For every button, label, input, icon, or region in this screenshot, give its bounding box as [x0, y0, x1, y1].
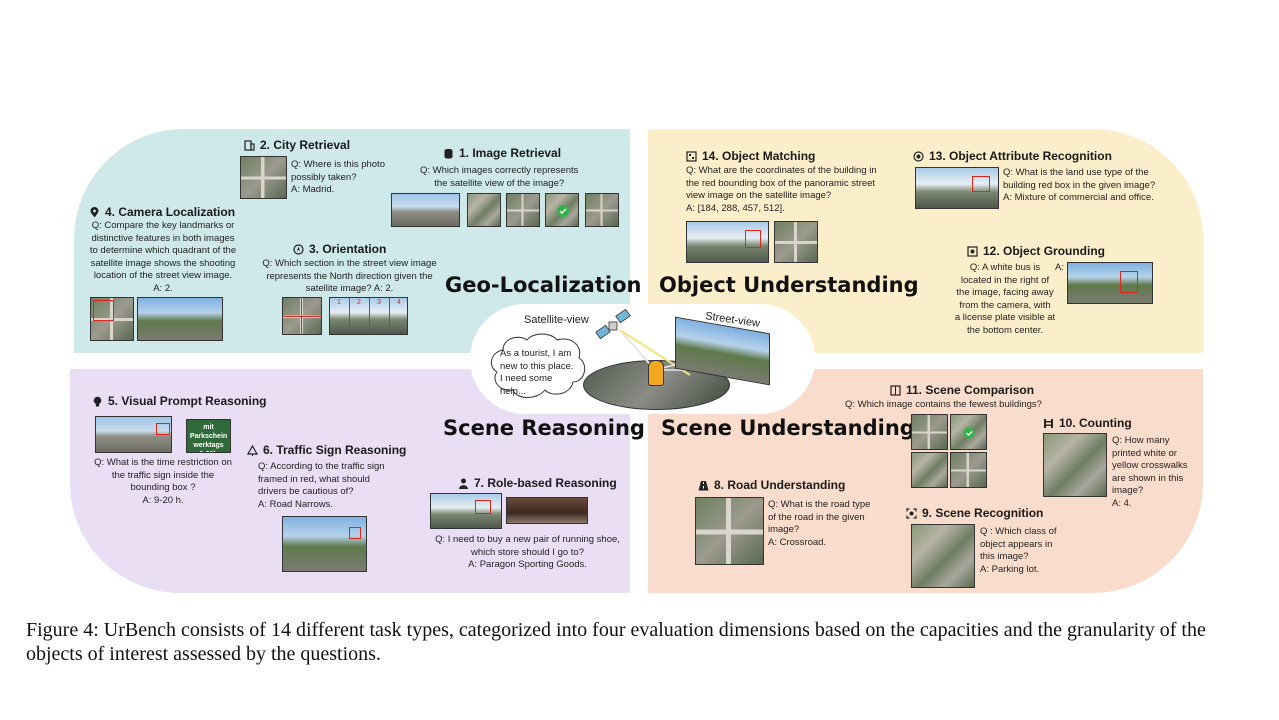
- task-title-object-matching: 14. Object Matching: [686, 149, 815, 163]
- image-retrieval-qa: Q: Which images correctly represents the…: [420, 165, 579, 189]
- object-grounding-answer-label: A:: [1055, 262, 1064, 273]
- comparison-image-4: [950, 452, 987, 488]
- location-pin-icon: [89, 206, 100, 218]
- satellite-view-label: Satellite-view: [524, 314, 589, 326]
- person-icon: [458, 478, 469, 489]
- thought-cloud: [490, 333, 586, 398]
- matching-street-panorama: [686, 221, 769, 263]
- task-title-road-understanding: 8. Road Understanding: [698, 478, 845, 492]
- matching-icon: [686, 150, 697, 162]
- compare-icon: [890, 384, 901, 396]
- object-matching-qa: Q: What are the coordinates of the build…: [686, 165, 877, 214]
- store-front-crop: [506, 497, 588, 524]
- road-icon: [698, 480, 709, 491]
- retrieval-candidate-4: [585, 193, 619, 227]
- camera-street-image: [137, 297, 223, 341]
- retrieval-candidate-1: [467, 193, 501, 227]
- grounding-street-image: [1067, 262, 1153, 304]
- object-attribute-qa: Q: What is the land use type of the buil…: [1003, 167, 1156, 203]
- section-number-4: 4: [397, 299, 401, 306]
- light-bulb-icon: [92, 396, 103, 407]
- task-title-camera-localization: 4. Camera Localization: [89, 205, 235, 219]
- city-retrieval-qa: Q: Where is this photo possibly taken? A…: [291, 159, 385, 195]
- check-icon: [557, 205, 569, 217]
- parking-sign-crop: mit Parkschein werktags 9-20h: [186, 419, 231, 453]
- scene-recognition-image: [911, 524, 975, 588]
- counting-icon: [1043, 418, 1054, 429]
- object-grounding-qa: Q: A white bus is located in the right o…: [954, 262, 1056, 336]
- person-figure: [648, 360, 664, 386]
- scan-icon: [906, 507, 917, 519]
- orientation-satellite-image: [282, 297, 322, 335]
- section-title-scene: Scene Understanding: [661, 416, 915, 440]
- section-number-1: 1: [337, 299, 341, 306]
- orientation-qa: Q: Which section in the street view imag…: [262, 258, 437, 294]
- task-title-counting: 10. Counting: [1043, 416, 1132, 430]
- task-title-visual-prompt: 5. Visual Prompt Reasoning: [92, 394, 266, 408]
- warning-sign-icon: [246, 444, 259, 456]
- task-title-object-attribute: 13. Object Attribute Recognition: [913, 149, 1112, 163]
- building-icon: [244, 139, 255, 151]
- tourist-thought-text: As a tourist, I am new to this place. I …: [500, 348, 574, 397]
- database-icon: [443, 148, 454, 159]
- role-based-panorama: [430, 493, 502, 529]
- quadrant-box: [93, 300, 114, 321]
- visual-prompt-street-image: [95, 416, 172, 453]
- section-title-object: Object Understanding: [659, 273, 919, 297]
- traffic-sign-qa: Q: According to the traffic sign framed …: [258, 461, 385, 510]
- retrieval-query-image: [391, 193, 460, 227]
- comparison-image-1: [911, 414, 948, 450]
- role-based-qa: Q: I need to buy a new pair of running s…: [435, 534, 620, 570]
- road-understanding-qa: Q: What is the road type of the road in …: [768, 499, 871, 548]
- orientation-street-panorama: 1 2 3 4: [329, 297, 408, 335]
- compass-icon: [293, 243, 304, 255]
- matching-satellite-image: [774, 221, 818, 263]
- section-number-2: 2: [357, 299, 361, 306]
- task-title-orientation: 3. Orientation: [293, 242, 386, 256]
- figure-caption: Figure 4: UrBench consists of 14 differe…: [26, 619, 1206, 665]
- task-title-scene-comparison: 11. Scene Comparison: [890, 383, 1034, 397]
- retrieval-candidate-3: [545, 193, 579, 227]
- attribute-street-panorama: [915, 167, 999, 209]
- satellite-icon: [595, 308, 631, 340]
- comparison-image-2: [950, 414, 987, 450]
- camera-localization-qa: Q: Compare the key landmarks or distinct…: [89, 220, 237, 294]
- check-icon: [963, 427, 975, 439]
- counting-satellite-image: [1043, 433, 1107, 497]
- task-title-role-based: 7. Role-based Reasoning: [458, 476, 617, 490]
- road-satellite-image: [695, 497, 764, 565]
- section-title-reasoning: Scene Reasoning: [443, 416, 645, 440]
- task-title-image-retrieval: 1. Image Retrieval: [443, 146, 561, 160]
- comparison-image-3: [911, 452, 948, 488]
- task-title-scene-recognition: 9. Scene Recognition: [906, 506, 1043, 520]
- section-number-3: 3: [377, 299, 381, 306]
- visual-prompt-qa: Q: What is the time restriction on the t…: [94, 457, 232, 506]
- city-satellite-image: [240, 156, 287, 199]
- task-title-traffic-sign: 6. Traffic Sign Reasoning: [246, 443, 406, 457]
- section-title-geo: Geo-Localization: [445, 273, 642, 297]
- retrieval-candidate-2: [506, 193, 540, 227]
- grounding-icon: [967, 245, 978, 257]
- counting-qa: Q: How many printed white or yellow cros…: [1112, 435, 1188, 509]
- scene-comparison-qa: Q: Which image contains the fewest build…: [845, 399, 1042, 410]
- traffic-sign-street-image: [282, 516, 367, 572]
- scene-recognition-qa: Q : Which class of object appears in thi…: [980, 526, 1057, 575]
- camera-satellite-image: [90, 297, 134, 341]
- task-title-object-grounding: 12. Object Grounding: [967, 244, 1105, 258]
- target-icon: [913, 150, 924, 162]
- task-title-city-retrieval: 2. City Retrieval: [244, 138, 350, 152]
